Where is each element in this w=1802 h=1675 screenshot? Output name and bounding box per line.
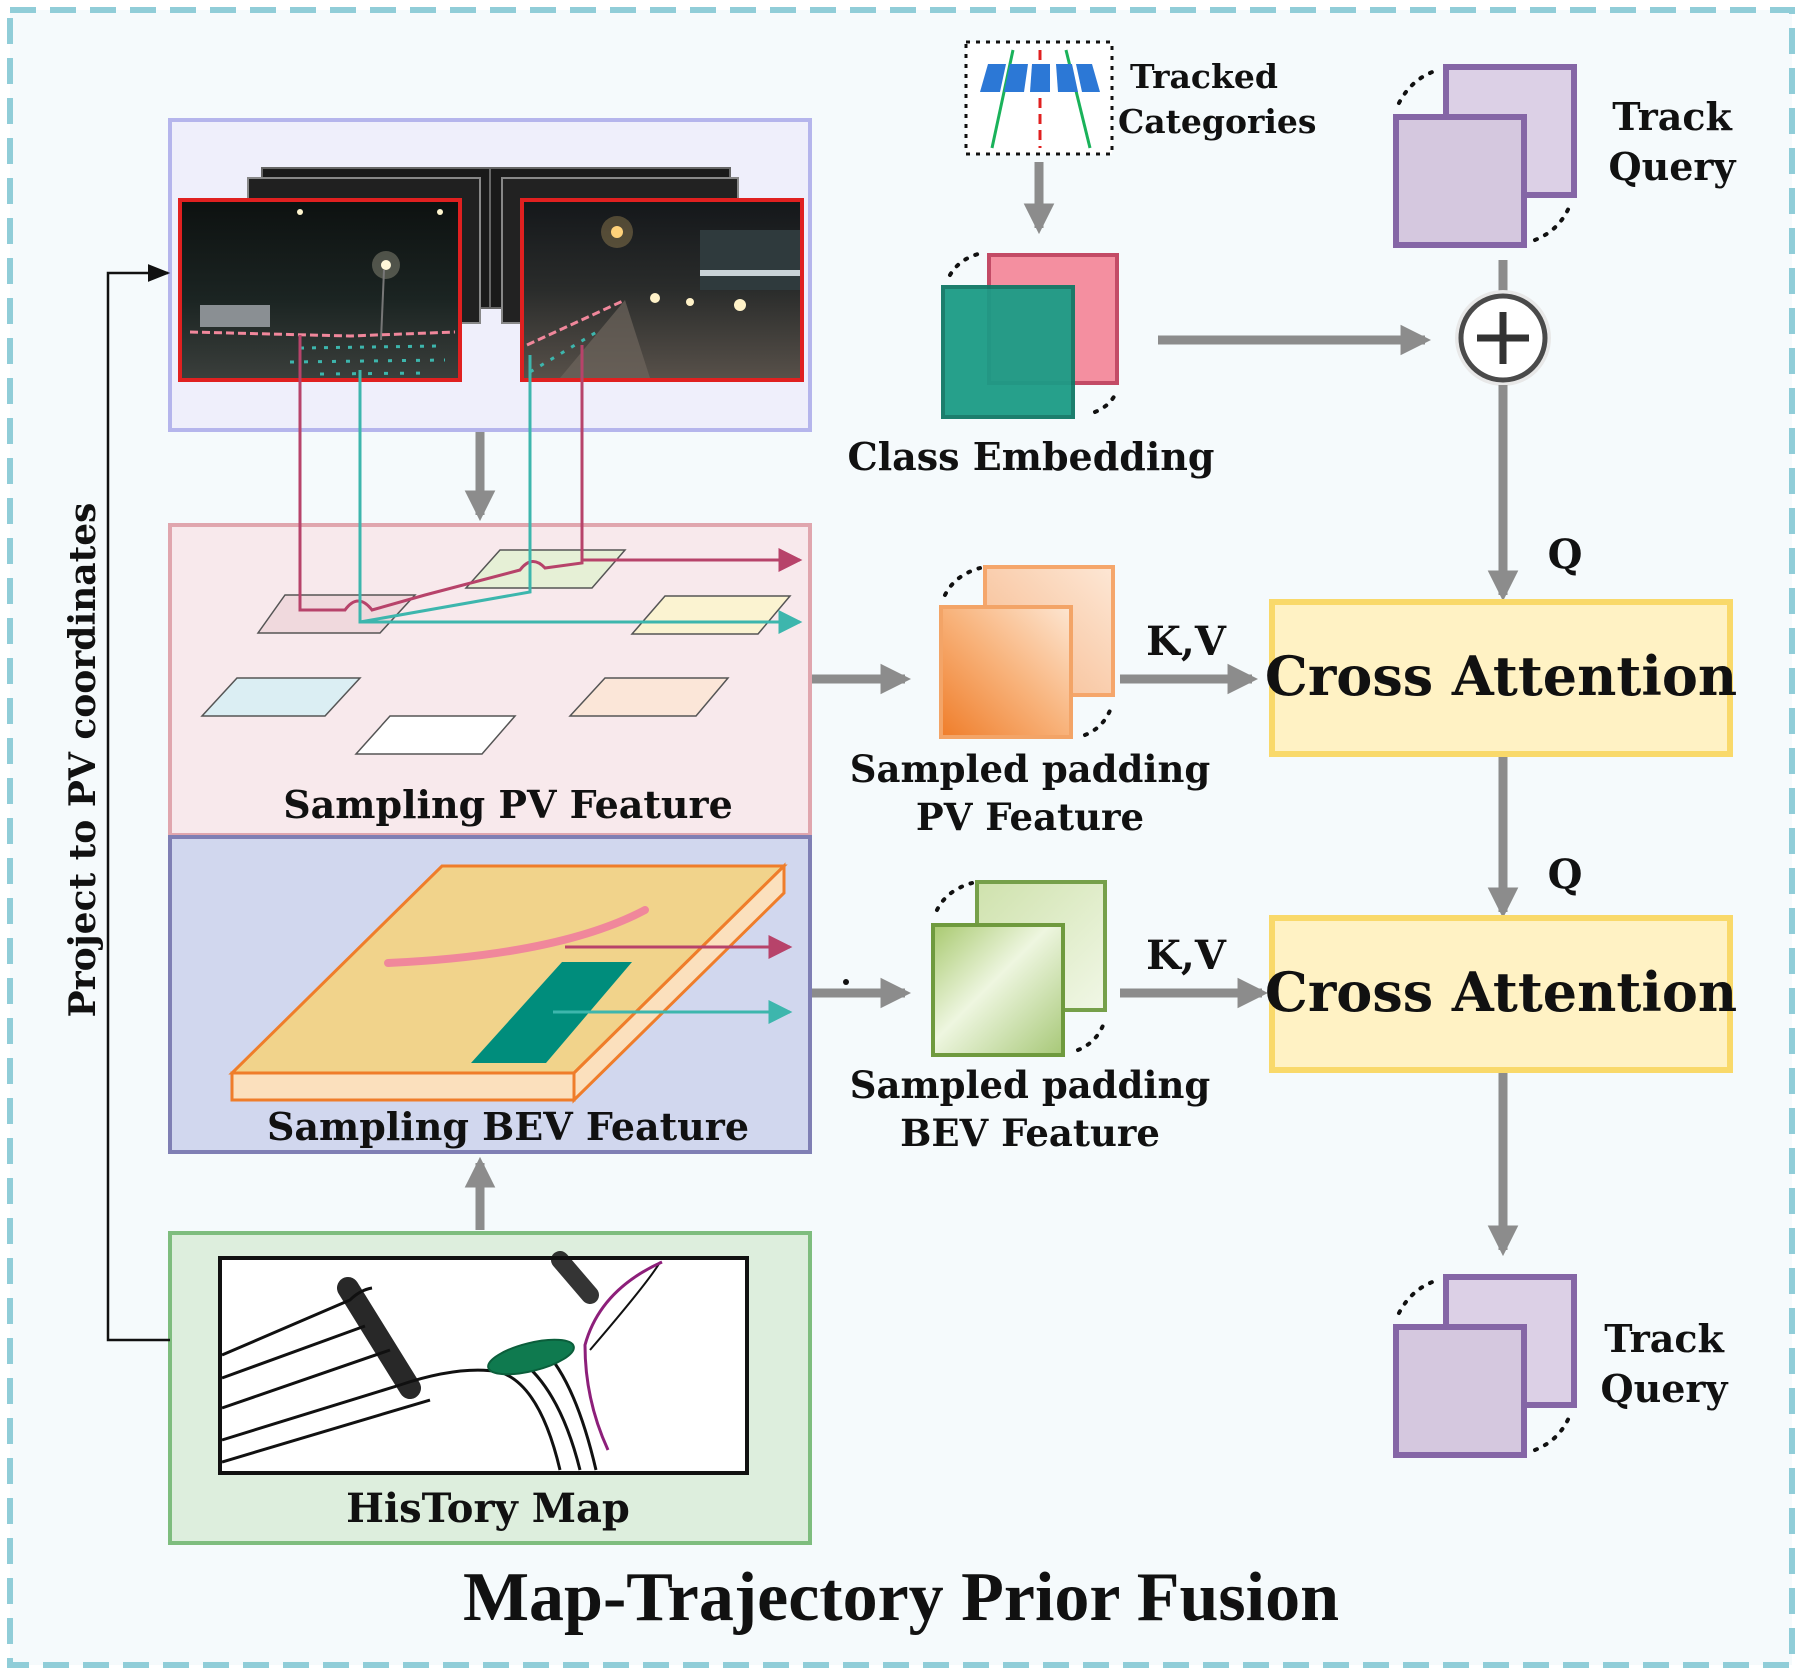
class-embedding-label: Class Embedding	[847, 434, 1214, 479]
cross-attention-block-2: Cross Attention	[1265, 915, 1737, 1073]
cross-attention-block-1: Cross Attention	[1265, 599, 1737, 757]
track-query-bottom-label-1: Track	[1604, 1316, 1724, 1361]
add-operator-icon	[1455, 290, 1551, 386]
sampled-bev-label-2: BEV Feature	[900, 1111, 1160, 1155]
track-query-bottom-icon	[1393, 1274, 1577, 1458]
bev-dot	[843, 979, 849, 985]
sampling-pv-panel: Sampling PV Feature	[168, 523, 812, 837]
cross-attention-label-2: Cross Attention	[1265, 960, 1737, 1024]
q-label-top: Q	[1548, 531, 1583, 578]
tracked-categories-icon	[964, 40, 1114, 156]
sampling-pv-label: Sampling PV Feature	[283, 782, 733, 827]
history-map-lanes	[221, 1251, 663, 1471]
history-map-panel: HisTory Map	[168, 1231, 812, 1545]
sampled-pv-feature-icon	[939, 565, 1115, 739]
sampled-bev-feature-icon	[931, 880, 1107, 1057]
diagram-title: Map-Trajectory Prior Fusion	[463, 1559, 1339, 1636]
camera-image-right	[520, 198, 804, 382]
track-query-top-icon	[1393, 64, 1577, 248]
project-to-pv-label: Project to PV coordinates	[62, 503, 104, 1018]
camera-image-left	[178, 198, 462, 382]
pv-feature-patch	[200, 677, 362, 717]
tracked-categories-label-1: Tracked	[1130, 57, 1278, 96]
q-label-bottom: Q	[1548, 851, 1583, 898]
tracked-categories-label-2: Categories	[1118, 102, 1316, 141]
track-query-top-label-1: Track	[1612, 94, 1732, 139]
history-map-label: HisTory Map	[346, 1485, 630, 1532]
class-embedding-icon	[941, 251, 1119, 419]
sampling-bev-label: Sampling BEV Feature	[267, 1104, 749, 1149]
track-query-top-label-2: Query	[1608, 144, 1736, 189]
project-to-pv-connector	[106, 264, 171, 1342]
cross-attention-label-1: Cross Attention	[1265, 644, 1737, 708]
pv-feature-patch	[354, 715, 517, 755]
kv-label-bottom: K,V	[1146, 932, 1227, 979]
sampling-bev-panel: Sampling BEV Feature	[168, 835, 812, 1154]
projection-paths	[298, 335, 803, 634]
sampled-bev-label-1: Sampled padding	[850, 1063, 1210, 1107]
sampled-pv-label-1: Sampled padding	[850, 747, 1210, 791]
camera-views-panel	[168, 118, 812, 432]
sampled-pv-label-2: PV Feature	[916, 795, 1144, 839]
pv-feature-patch	[568, 677, 730, 717]
kv-label-top: K,V	[1146, 618, 1227, 665]
track-query-bottom-label-2: Query	[1600, 1366, 1728, 1411]
